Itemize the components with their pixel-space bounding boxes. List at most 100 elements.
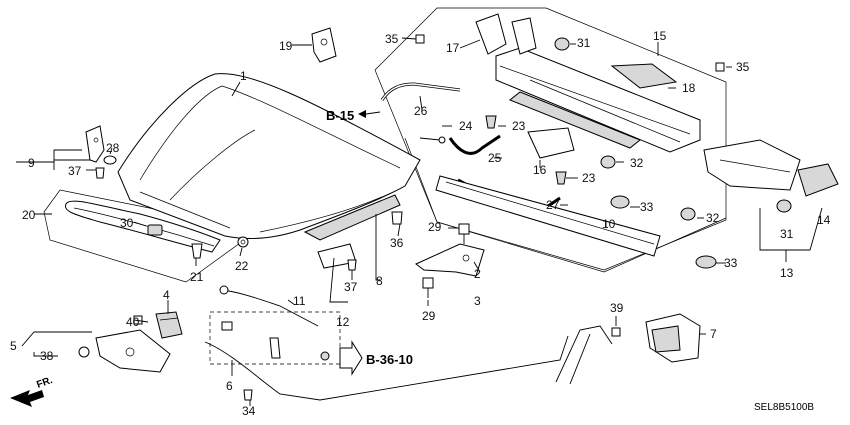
clip-34 [243,389,253,401]
bolt-39 [611,327,621,337]
pad-33a [610,195,630,209]
clip-31a [554,37,570,51]
release-handle-7 [645,313,701,363]
bolt-29a [458,223,470,244]
cable-6 [204,335,569,401]
callout-28: 28 [106,141,120,155]
hood-panel [117,73,421,241]
callout-38: 38 [40,349,54,363]
bolt-38 [78,346,90,358]
callout-13: 13 [780,266,794,280]
seal-26 [380,82,461,101]
callout-37: 37 [68,164,82,178]
callout-23: 23 [582,171,596,185]
clip-22 [237,236,249,248]
nut-32a [600,155,616,169]
bolt-29b [422,277,434,298]
callout-29: 29 [422,309,436,323]
callout-30: 30 [120,216,134,230]
callout-32: 32 [630,156,644,170]
callout-31: 31 [577,36,591,50]
lower-panel-outline [404,137,727,273]
callout-26: 26 [414,104,428,118]
callout-33: 33 [724,256,738,270]
callout-5: 5 [10,339,17,353]
callout-7: 7 [710,327,717,341]
callout-39: 39 [610,301,624,315]
callout-25: 25 [488,151,502,165]
lever-parts [221,321,330,361]
latch-base-5 [95,329,171,373]
callout-19: 19 [279,39,293,53]
callout-40: 40 [126,315,140,329]
callout-35: 35 [385,32,399,46]
plate-14 [797,163,839,197]
hinge-17 [475,13,537,55]
bracket-16 [527,127,575,159]
clip-23b [555,171,567,185]
grommet-28 [103,155,117,165]
nut-32b [680,207,696,221]
latch-4 [155,311,183,339]
clip-21 [191,243,203,259]
callout-21: 21 [190,270,204,284]
callout-17: 17 [446,41,460,55]
callout-20: 20 [22,208,36,222]
clip-30 [147,224,163,236]
clip-31b [776,199,792,213]
callout-8: 8 [376,274,383,288]
callout-2: 2 [474,267,481,281]
arrow-b3610 [339,340,363,376]
cover-18 [610,63,678,89]
callout-35: 35 [736,60,750,74]
cowl-top-15 [495,47,701,153]
callout-27: 27 [546,198,560,212]
clip-37b [347,259,357,271]
fr-label: FR. [35,375,54,391]
callout-16: 16 [533,163,547,177]
callout-15: 15 [653,29,667,43]
pad-33b [695,255,717,269]
callout-29: 29 [428,220,442,234]
clip-37a [95,167,105,179]
ref-b3610: B-36-10 [366,352,413,367]
callout-3: 3 [474,294,481,308]
callout-24: 24 [459,119,473,133]
callout-37: 37 [344,280,358,294]
front-arrow [10,390,44,407]
callout-4: 4 [163,288,170,302]
bolt-35a [415,34,425,44]
callout-12: 12 [336,315,350,329]
callout-6: 6 [226,379,233,393]
diagram-code: SEL8B5100B [754,402,814,413]
callout-18: 18 [682,81,696,95]
callout-1: 1 [240,69,247,83]
callout-31: 31 [780,227,794,241]
callout-11: 11 [293,294,306,308]
callout-9: 9 [28,156,35,170]
side-bracket-13 [703,139,801,191]
callout-34: 34 [242,404,256,418]
hinge-2 [415,243,485,277]
leader-lines [16,37,823,406]
bracket-19 [311,27,337,63]
callout-33: 33 [640,200,654,214]
hood-stay-bracket-9 [85,125,105,163]
clip-36 [391,211,403,225]
callout-10: 10 [602,217,616,231]
callout-23: 23 [512,119,526,133]
bolt-35b [715,62,725,72]
bolt-24 [419,136,446,144]
arrow-b15 [365,111,381,115]
callout-36: 36 [390,236,404,250]
lower-brace-10 [435,175,661,257]
clip-23a [485,115,497,129]
callout-32: 32 [706,211,720,225]
callout-22: 22 [235,259,249,273]
subassembly-box [209,311,341,365]
ref-b15: B-15 [326,108,354,123]
seal-25 [448,134,501,155]
